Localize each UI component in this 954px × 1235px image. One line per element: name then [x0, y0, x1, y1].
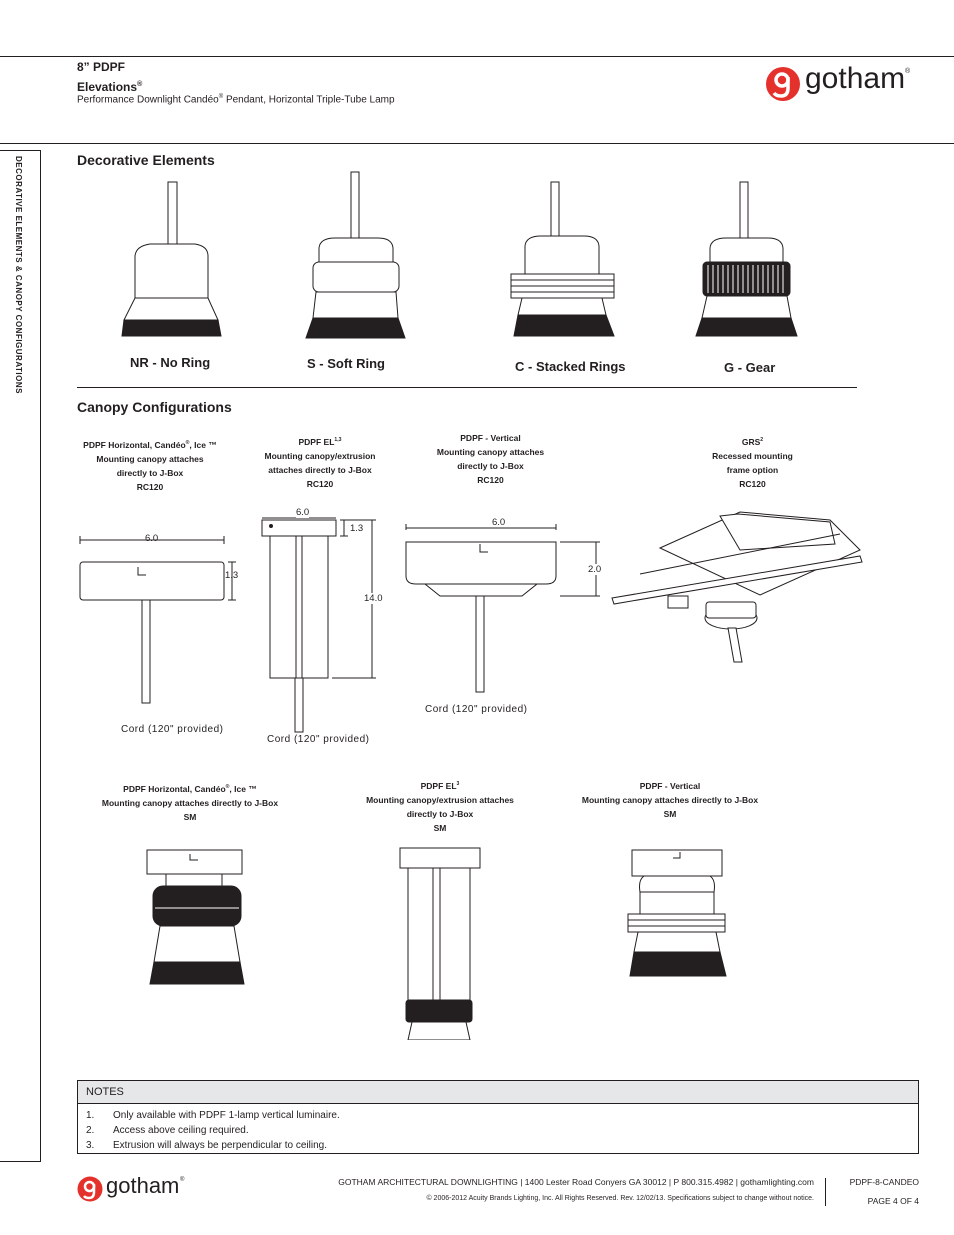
sm-el-caption: PDPF EL3 Mounting canopy/extrusion attac…: [366, 780, 514, 833]
section-title: Elevations®: [77, 79, 143, 94]
logo-wordmark: gotham: [805, 62, 906, 95]
sm-vertical-drawing: [627, 849, 727, 977]
footer-divider: [825, 1178, 826, 1206]
brand-logo: gotham ®: [765, 62, 915, 102]
footer-logo-wordmark: gotham: [106, 1173, 180, 1198]
gotham-logo-mark-icon: [766, 67, 800, 101]
section-divider: [77, 387, 857, 388]
rc120-el-cord: Cord (120" provided): [267, 734, 370, 745]
rc120-horizontal-width: 6.0: [145, 533, 159, 544]
vertical-canopy-drawing: [405, 524, 600, 693]
rc120-el-length: 14.0: [364, 593, 383, 604]
footer-address: GOTHAM ARCHITECTURAL DOWNLIGHTING | 1400…: [338, 1177, 814, 1187]
rc120-el-width: 6.0: [296, 507, 310, 518]
sm-horizontal-drawing: [146, 849, 245, 985]
note-item: 1.Only available with PDPF 1-lamp vertic…: [86, 1110, 340, 1121]
side-tab: [0, 150, 41, 1162]
decorative-label-s: S - Soft Ring: [307, 356, 385, 371]
top-rule: [0, 56, 954, 57]
rc120-el-caption: PDPF EL1,3 Mounting canopy/extrusion att…: [264, 436, 376, 489]
sm-drawings: [146, 847, 727, 1040]
rc120-drawings: [79, 511, 863, 733]
grs-caption: GRS2 Recessed mounting frame option RC12…: [712, 436, 793, 489]
sm-vertical-caption: PDPF - Vertical Mounting canopy attaches…: [581, 781, 759, 819]
note-item: 3.Extrusion will always be perpendicular…: [86, 1140, 327, 1151]
stacked-rings-luminaire: [510, 181, 615, 337]
rc120-vertical-caption: PDPF - Vertical Mounting canopy attaches…: [436, 433, 545, 485]
footer-logo-registered: ®: [180, 1177, 185, 1183]
decorative-label-nr: NR - No Ring: [130, 355, 211, 370]
decorative-heading: Decorative Elements: [77, 152, 215, 168]
no-ring-luminaire: [121, 181, 222, 337]
notes-list: 1.Only available with PDPF 1-lamp vertic…: [78, 1104, 918, 1153]
el-extrusion-drawing: [261, 517, 376, 733]
notes-box: NOTES 1.Only available with PDPF 1-lamp …: [77, 1080, 919, 1154]
page-subtitle: Performance Downlight Candéo® Pendant, H…: [77, 94, 395, 106]
logo-registered: ®: [905, 68, 911, 75]
gear-luminaire: [695, 181, 798, 337]
rc120-el-height: 1.3: [350, 523, 364, 534]
rc120-horizontal-cord: Cord (120" provided): [121, 724, 224, 735]
footer-page-number: PAGE 4 OF 4: [867, 1196, 919, 1206]
sm-horizontal-caption: PDPF Horizontal, Candéo®, Ice ™ Mounting…: [101, 783, 279, 822]
decorative-drawings: [121, 171, 798, 339]
model-title: 8” PDPF: [77, 60, 126, 74]
header-bottom-rule: [0, 143, 954, 144]
sm-el-drawing: [399, 847, 481, 1040]
footer-logo: gotham ®: [77, 1173, 197, 1204]
soft-ring-luminaire: [305, 171, 406, 339]
grs-frame-drawing: [611, 511, 863, 663]
notes-header: NOTES: [78, 1081, 918, 1104]
horizontal-canopy-drawing: [79, 536, 236, 704]
footer-copyright: © 2006-2012 Acuity Brands Lighting, Inc.…: [426, 1195, 814, 1202]
gotham-footer-logo-icon: [77, 1176, 103, 1202]
rc120-vertical-height: 2.0: [588, 564, 602, 575]
decorative-label-c: C - Stacked Rings: [515, 359, 626, 374]
rc120-vertical-width: 6.0: [492, 517, 506, 528]
decorative-label-g: G - Gear: [724, 360, 776, 375]
note-item: 2.Access above ceiling required.: [86, 1125, 249, 1136]
rc120-vertical-cord: Cord (120" provided): [425, 704, 528, 715]
footer-doc-id: PDPF-8-CANDEO: [849, 1177, 919, 1187]
rc120-horizontal-height: 1.3: [225, 570, 239, 581]
canopy-heading: Canopy Configurations: [77, 399, 232, 415]
rc120-horizontal-caption: PDPF Horizontal, Candéo®, Ice ™ Mounting…: [83, 439, 217, 492]
